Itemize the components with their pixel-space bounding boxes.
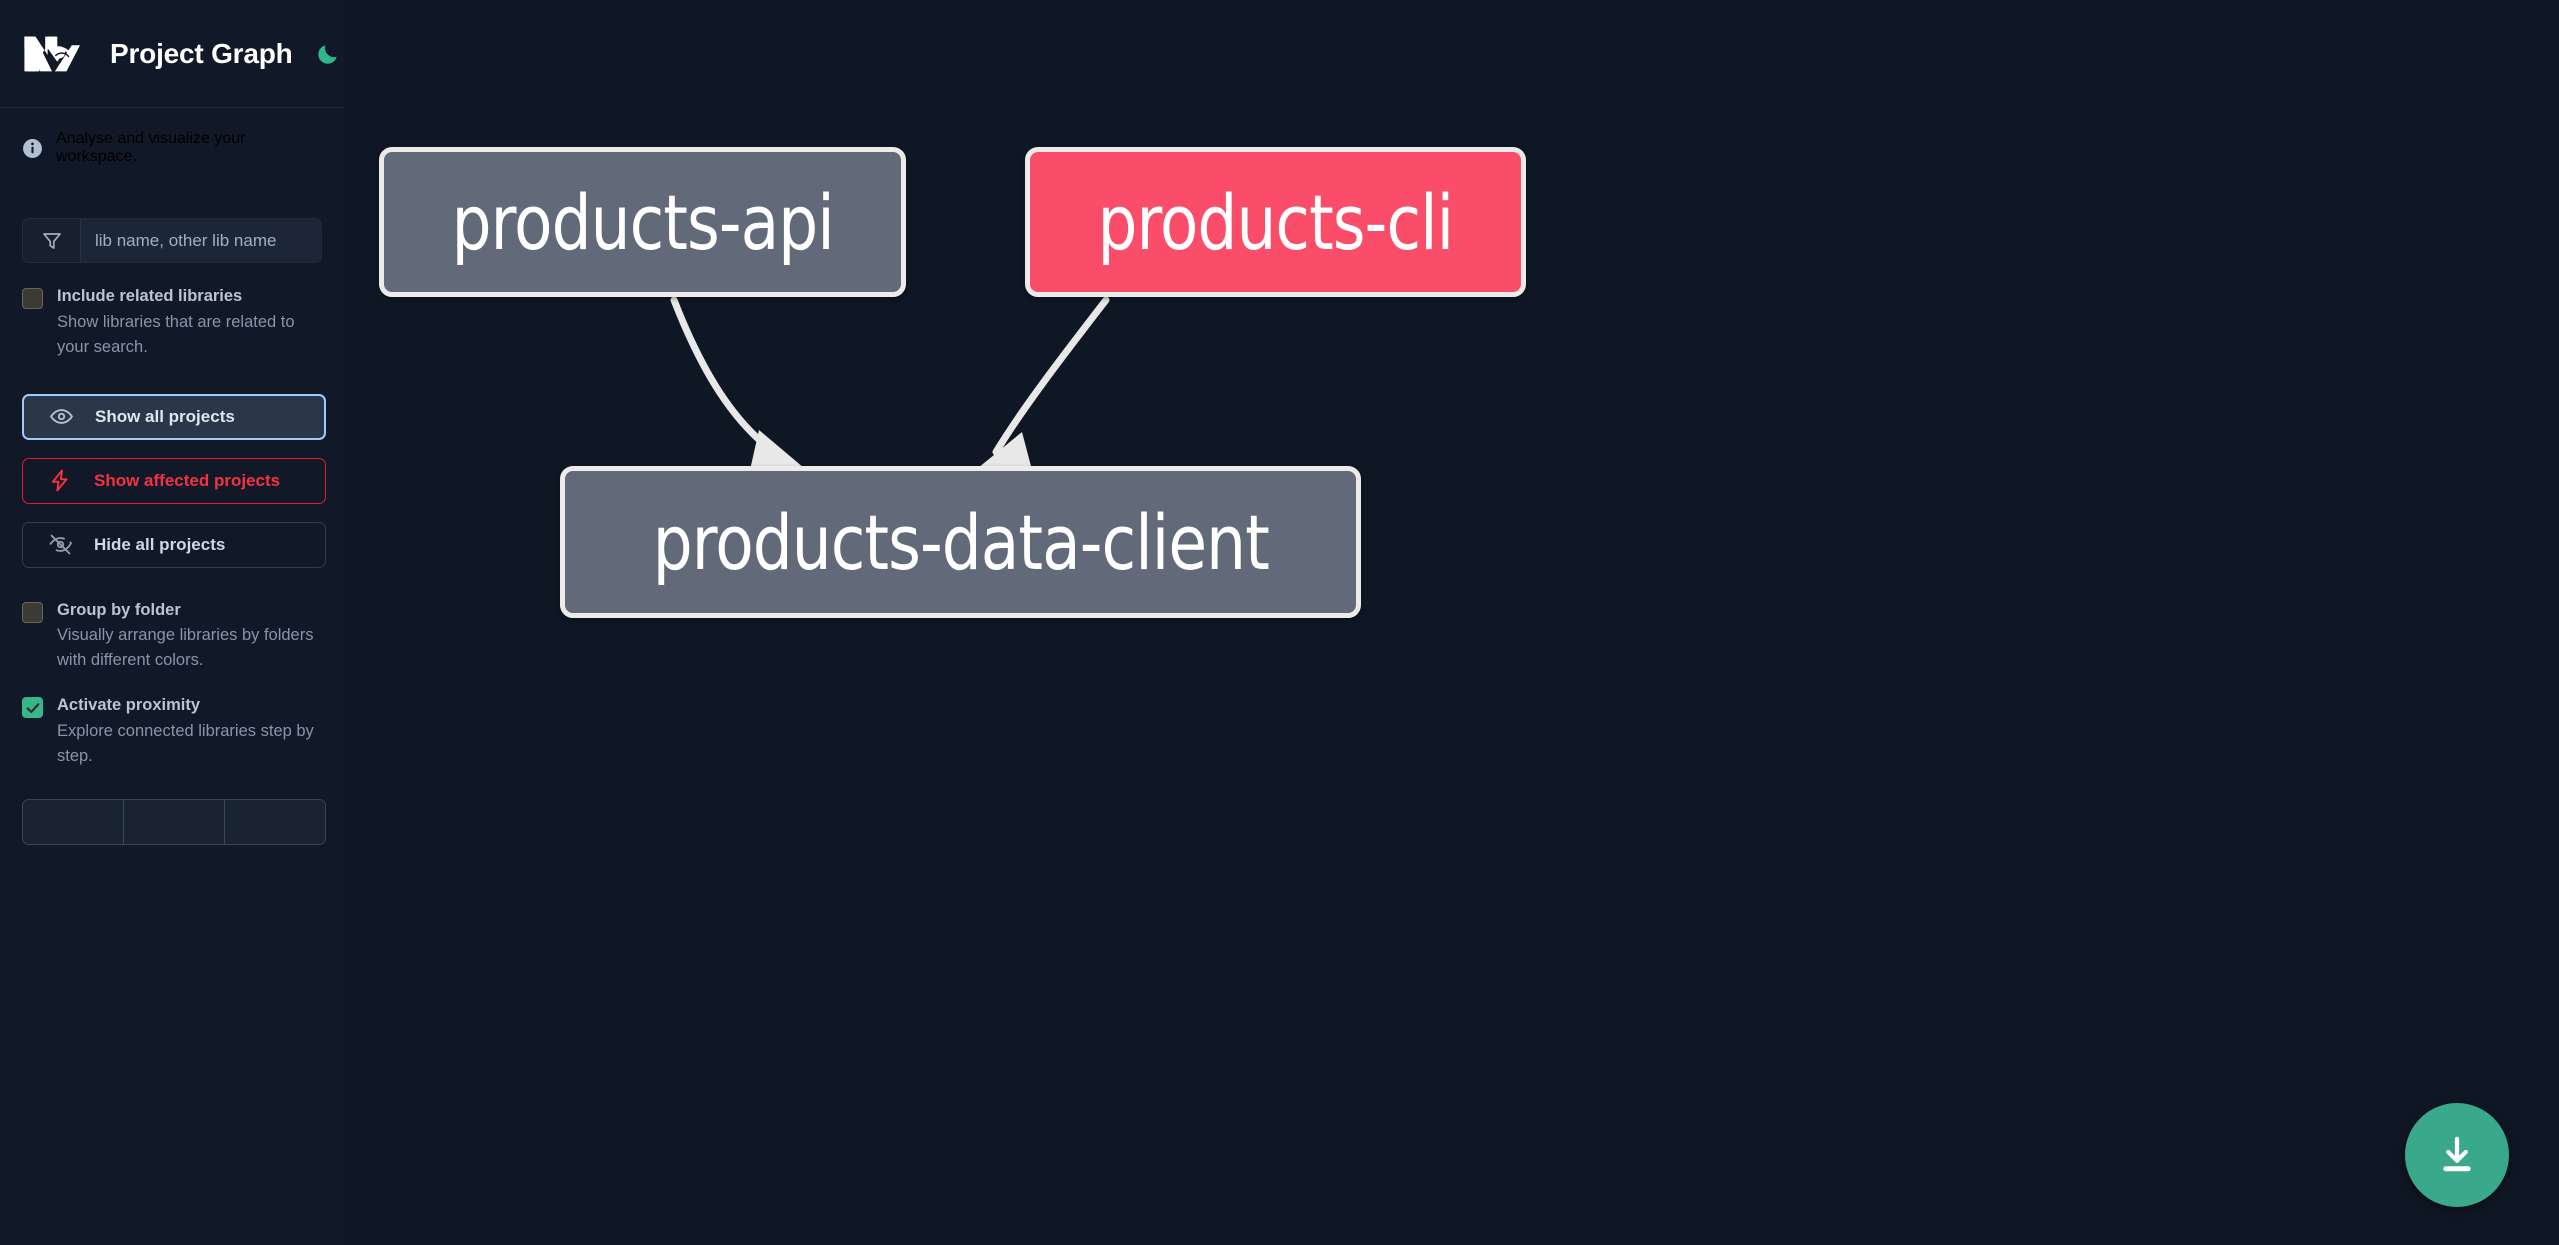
- lightning-bolt-icon: [51, 469, 68, 492]
- graph-node-label: products-cli: [1097, 177, 1455, 267]
- show-all-projects-button[interactable]: Show all projects: [22, 393, 326, 440]
- show-affected-projects-button[interactable]: Show affected projects: [22, 457, 326, 504]
- show-affected-projects-label: Show affected projects: [94, 470, 281, 490]
- option-texts: Activate proximity Explore connected lib…: [57, 693, 322, 769]
- graph-canvas[interactable]: products-api products-cli products-data-…: [344, 0, 2559, 1245]
- proximity-step-button-group[interactable]: [22, 799, 326, 846]
- show-all-projects-label: Show all projects: [95, 406, 235, 426]
- graph-node-products-data-client[interactable]: products-data-client: [560, 466, 1361, 618]
- include-related-libraries-checkbox[interactable]: [22, 288, 43, 309]
- group-by-folder-description: Visually arrange libraries by folders wi…: [57, 626, 314, 670]
- option-group-by-folder[interactable]: Group by folder Visually arrange librari…: [22, 598, 322, 674]
- graph-node-products-api[interactable]: products-api: [379, 147, 906, 297]
- include-related-libraries-description: Show libraries that are related to your …: [57, 312, 295, 356]
- activate-proximity-label: Activate proximity: [57, 696, 201, 715]
- option-texts: Group by folder Visually arrange librari…: [57, 598, 322, 674]
- proximity-step-option-3[interactable]: [225, 800, 325, 845]
- graph-node-label: products-api: [451, 177, 834, 267]
- sidebar-header: Project Graph: [0, 0, 344, 108]
- edge-products-api-to-products-data-client: [670, 296, 804, 470]
- moon-icon[interactable]: [315, 41, 341, 67]
- check-icon: [26, 703, 39, 714]
- option-activate-proximity[interactable]: Activate proximity Explore connected lib…: [22, 693, 322, 769]
- sidebar: Project Graph Analyse and visualize your…: [0, 0, 344, 1245]
- page-title: Project Graph: [110, 37, 293, 69]
- hide-all-projects-button[interactable]: Hide all projects: [22, 521, 326, 568]
- funnel-glyph: [42, 232, 61, 249]
- group-by-folder-label: Group by folder: [57, 600, 181, 619]
- activate-proximity-description: Explore connected libraries step by step…: [57, 722, 314, 766]
- download-graph-button[interactable]: [2405, 1103, 2509, 1207]
- option-texts: Include related libraries Show libraries…: [57, 284, 322, 360]
- sidebar-body: Analyse and visualize your workspace. In…: [0, 108, 344, 1245]
- eye-off-icon: [49, 534, 72, 555]
- moon-glyph: [317, 44, 337, 64]
- graph-node-products-cli[interactable]: products-cli: [1025, 147, 1526, 297]
- edge-products-cli-to-products-data-client: [978, 296, 1110, 470]
- group-by-folder-checkbox[interactable]: [22, 601, 43, 623]
- eye-icon: [49, 409, 74, 425]
- workspace-info-text: Analyse and visualize your workspace.: [56, 130, 246, 165]
- proximity-step-option-1[interactable]: [23, 800, 124, 845]
- activate-proximity-checkbox[interactable]: [22, 697, 43, 719]
- include-related-libraries-label: Include related libraries: [57, 287, 243, 305]
- workspace-info: Analyse and visualize your workspace.: [22, 108, 322, 176]
- hide-all-projects-label: Hide all projects: [94, 534, 226, 554]
- graph-node-label: products-data-client: [652, 497, 1269, 587]
- nx-logo: [24, 36, 80, 71]
- download-icon: [2443, 1136, 2471, 1172]
- search-box[interactable]: [22, 218, 322, 263]
- filter-funnel-icon: [23, 219, 81, 262]
- proximity-step-option-2[interactable]: [124, 800, 225, 845]
- search-input[interactable]: [81, 219, 321, 262]
- option-include-related-libraries[interactable]: Include related libraries Show libraries…: [22, 284, 322, 360]
- info-circle-icon: [23, 138, 42, 158]
